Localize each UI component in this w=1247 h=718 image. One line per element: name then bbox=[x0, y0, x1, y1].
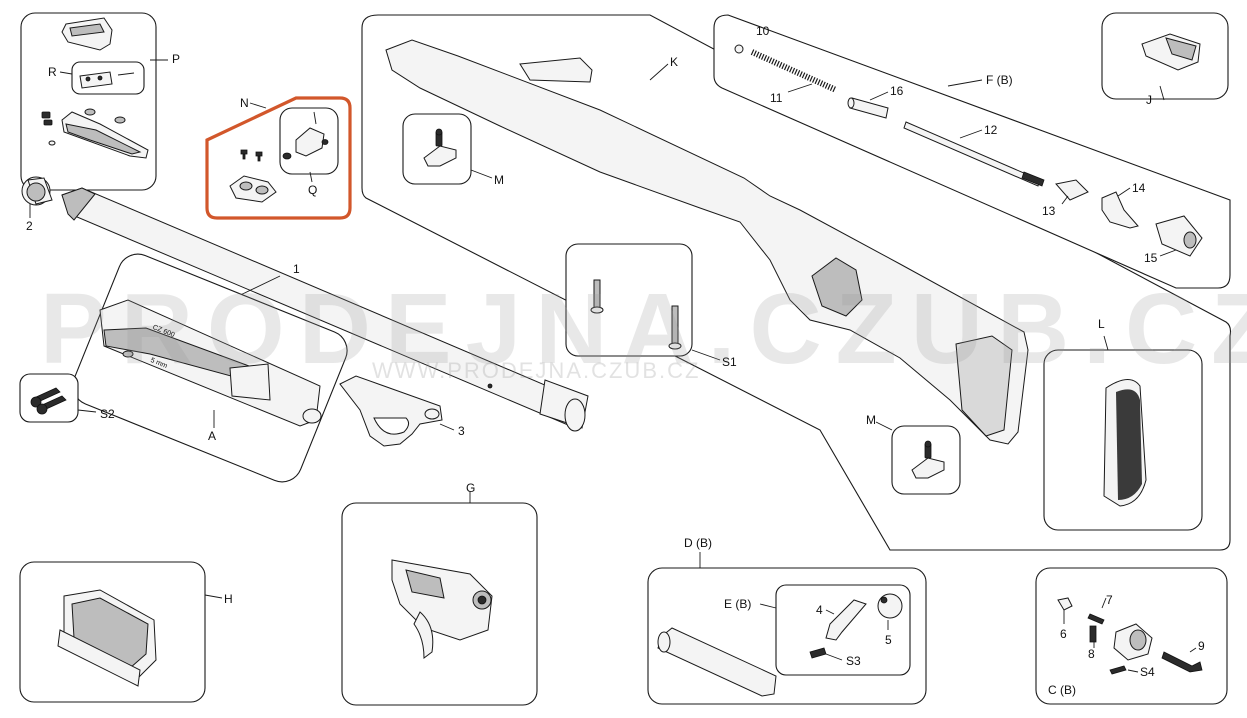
label-r: R bbox=[48, 65, 57, 79]
label-4: 4 bbox=[816, 603, 823, 617]
label-5: 5 bbox=[885, 633, 892, 647]
label-m-bottom: M bbox=[866, 413, 876, 427]
label-16: 16 bbox=[890, 84, 904, 98]
label-11: 11 bbox=[770, 91, 783, 105]
label-a: A bbox=[208, 429, 217, 443]
group-d bbox=[647, 552, 927, 705]
label-9: 9 bbox=[1198, 639, 1205, 653]
label-c-b: C (B) bbox=[1048, 683, 1076, 697]
group-n bbox=[205, 96, 352, 220]
group-p bbox=[20, 12, 168, 191]
label-f-b: F (B) bbox=[986, 73, 1013, 87]
group-s1 bbox=[565, 243, 721, 361]
label-13: 13 bbox=[1042, 204, 1056, 218]
label-2: 2 bbox=[26, 219, 33, 233]
label-12: 12 bbox=[984, 123, 998, 137]
group-l bbox=[1043, 335, 1203, 531]
group-c bbox=[1035, 567, 1228, 705]
group-s1-frame bbox=[565, 243, 693, 357]
label-q: Q bbox=[308, 183, 318, 197]
mount-clamp-part bbox=[79, 71, 135, 89]
rear-sight-part bbox=[282, 111, 329, 160]
label-g: G bbox=[466, 481, 476, 495]
group-s2 bbox=[19, 373, 97, 423]
label-e-b: E (B) bbox=[724, 597, 752, 611]
group-m-bottom bbox=[875, 421, 961, 495]
label-d-b: D (B) bbox=[684, 536, 712, 550]
barrel-part bbox=[21, 176, 589, 432]
label-l: L bbox=[1098, 317, 1105, 331]
label-j: J bbox=[1146, 93, 1152, 107]
label-3: 3 bbox=[458, 424, 465, 438]
rear-sight-base-part bbox=[229, 149, 277, 203]
group-a bbox=[72, 253, 348, 483]
label-10: 10 bbox=[756, 24, 770, 38]
label-7: 7 bbox=[1106, 593, 1113, 607]
group-g bbox=[341, 492, 538, 706]
label-8: 8 bbox=[1088, 647, 1095, 661]
label-h: H bbox=[224, 592, 233, 606]
group-s2-frame bbox=[19, 373, 79, 423]
label-s4: S4 bbox=[1140, 665, 1155, 679]
label-6: 6 bbox=[1060, 627, 1067, 641]
group-j bbox=[1101, 12, 1229, 101]
group-f bbox=[713, 14, 1231, 289]
label-k: K bbox=[670, 55, 679, 69]
label-p: P bbox=[172, 52, 181, 66]
label-n: N bbox=[240, 96, 249, 110]
group-h bbox=[19, 561, 223, 703]
label-s2: S2 bbox=[100, 407, 115, 421]
label-m-top: M bbox=[494, 173, 504, 187]
label-1: 1 bbox=[293, 262, 300, 276]
label-14: 14 bbox=[1132, 181, 1146, 195]
label-s1: S1 bbox=[722, 355, 737, 369]
front-sight-part-top bbox=[423, 128, 457, 167]
trigger-guard-part bbox=[339, 375, 455, 447]
mount-cap-part bbox=[61, 17, 113, 51]
mount-base-part bbox=[41, 108, 149, 159]
label-s3: S3 bbox=[846, 654, 861, 668]
group-k bbox=[361, 14, 1232, 551]
label-15: 15 bbox=[1144, 251, 1158, 265]
